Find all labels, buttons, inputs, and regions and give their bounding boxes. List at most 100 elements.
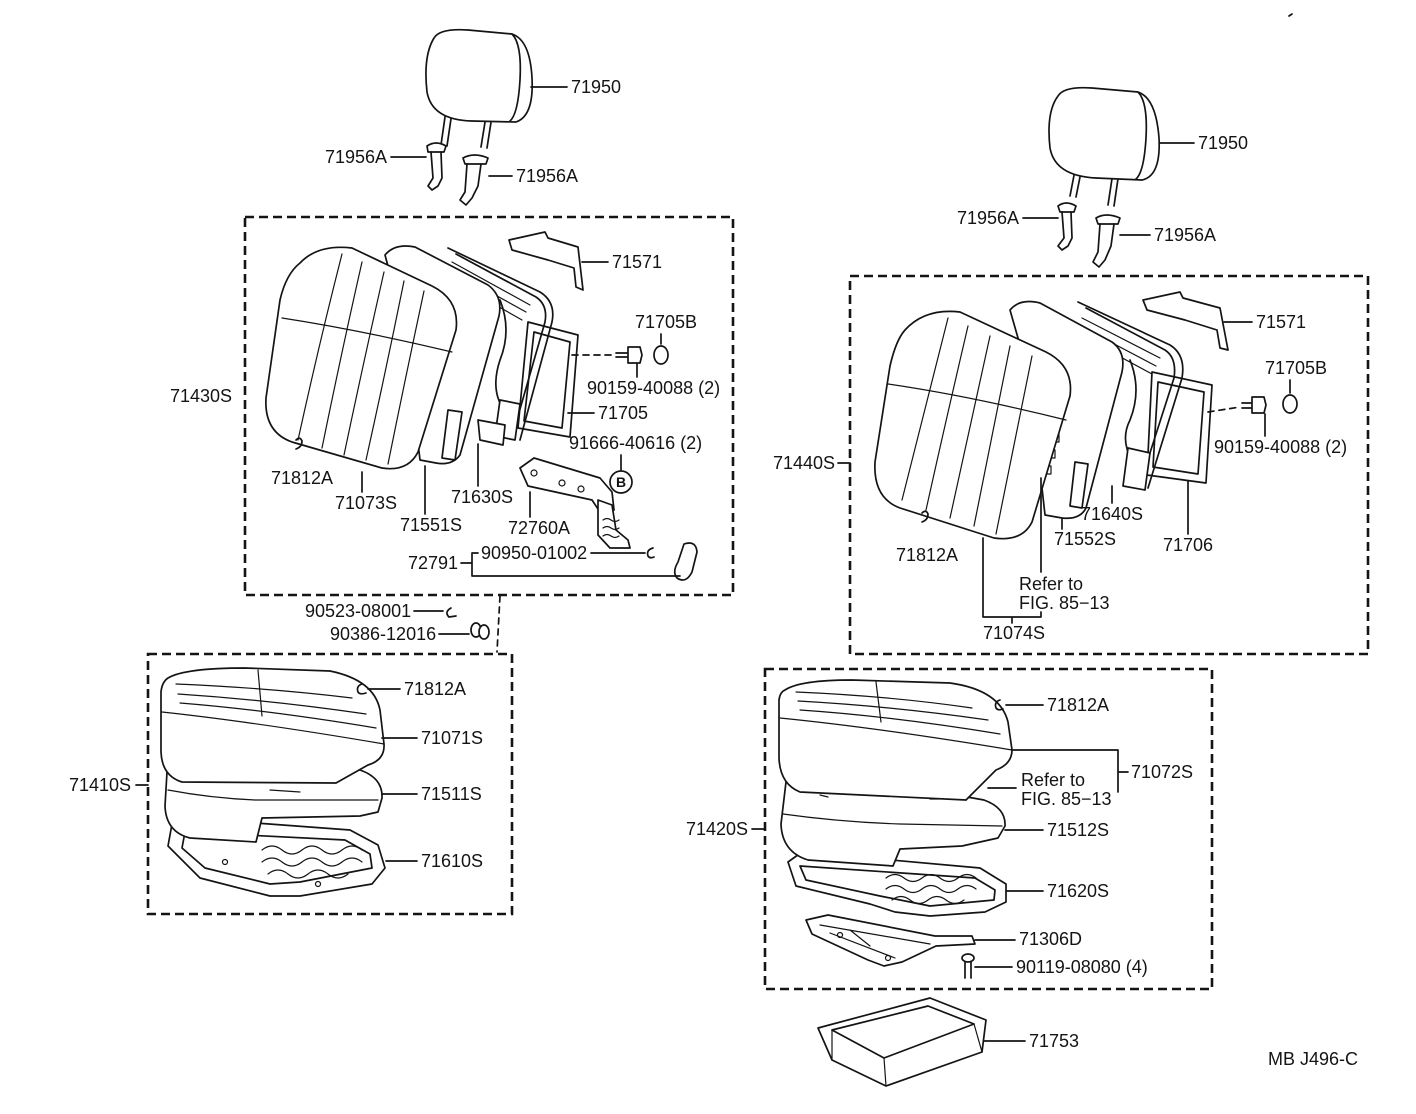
guide-cap [1057,202,1077,213]
reference-note: Refer to [1021,770,1085,790]
right-seatback-group-box [848,274,1370,656]
cover-seam [281,317,453,353]
part-label: 91666-40616 (2) [569,433,702,453]
leader-line [460,552,681,577]
part-label: 71512S [1047,820,1109,840]
frame-hole [221,858,229,866]
tray-outer [817,997,987,1087]
left-seatback-bracket [508,231,584,291]
left-headrest-guide-a [426,142,447,191]
part-label: 71956A [1154,225,1216,245]
frame-tube [1077,301,1184,489]
frame-outer [787,851,1007,917]
leader-line [982,477,1042,624]
left-cushion-cover [160,667,385,784]
board-outer [1146,371,1213,484]
right-seat-adjuster-bolt [961,953,975,979]
guide-stem [427,151,443,191]
part-label: 71956A [325,147,387,167]
part-label: 90119-08080 (4) [1016,957,1148,977]
pad-slot [1069,461,1089,509]
recliner-hole [577,485,585,493]
cover-body [778,679,1013,801]
part-label: 71551S [400,515,462,535]
part-label: 71630S [451,487,513,507]
left-headrest-side-seam [509,33,522,122]
cover-pleats [901,317,1033,535]
right-cushion-frame [787,851,1007,917]
left-cushion-group-box [146,652,514,916]
assembly-line [496,595,501,653]
reference-note: FIG. 85−13 [1019,593,1110,613]
part-label: 71956A [516,166,578,186]
left-headrest-guide-b [459,154,489,206]
left-headrest-pad [425,28,534,123]
left-seatback-clip [295,437,303,450]
cover-center-seam [875,681,882,723]
frame-hole [314,880,322,888]
left-seatback-bolt [615,346,643,364]
part-label: 71430S [170,386,232,406]
pad-slot [441,409,463,461]
part-label: 71950 [571,77,621,97]
part-label: 71420S [686,819,748,839]
part-label: 71706 [1163,535,1213,555]
part-label: 71571 [612,252,662,272]
guide-stem [1092,223,1115,268]
cover-seam [161,711,385,745]
right-cushion-cover [778,679,1013,801]
part-label: 71812A [404,679,466,699]
bracket-plate [508,231,584,291]
part-label: 90386-12016 [330,624,436,644]
bolt-head [961,953,975,963]
assembly-line [1207,406,1241,413]
left-bushing [478,624,490,640]
cover-body [874,310,1072,540]
part-label: 71410S [69,775,131,795]
cover-center-seam [257,669,263,717]
part-label: 71753 [1029,1031,1079,1051]
bolt-shank [1241,402,1253,409]
left-cushion-clip [356,683,367,695]
part-label: 90159-40088 (2) [1214,437,1347,457]
right-headrest-side-seam [1135,91,1148,180]
left-seatback-cover [265,246,458,470]
recliner-plate [519,457,615,513]
part-label: 71571 [1256,312,1306,332]
cover-seam [887,383,1067,421]
left-seatback-nut [653,345,669,365]
left-recliner [519,457,631,549]
bolt-head [627,346,643,364]
lever-clip [646,547,655,559]
part-label: 71074S [983,623,1045,643]
right-cushion-clip [994,699,1004,711]
part-label: 90523-08001 [305,601,411,621]
part-label: 71705B [635,312,697,332]
part-label: 71956A [957,208,1019,228]
right-headrest-guide-b [1092,214,1121,268]
right-seat-adjuster [805,914,976,967]
part-label: 71072S [1131,762,1193,782]
part-label: 90159-40088 (2) [587,378,720,398]
frame-tube [455,253,547,438]
part-label: 71071S [421,728,483,748]
part-label: 90950-01002 [481,543,587,563]
adjuster-hole [884,954,892,962]
left-seatback-group-box [243,215,735,597]
part-label: 71610S [421,851,483,871]
right-headrest-pad [1048,86,1161,181]
left-seatback-back-board [517,321,579,438]
guide-cap [1095,214,1121,225]
part-label: 72791 [408,553,458,573]
cover-pleats [175,683,377,729]
guide-stem [1057,211,1073,251]
adjuster-rail [805,914,976,967]
part-label: 71552S [1054,529,1116,549]
left-headrest [425,28,534,149]
right-seatback-clip [921,510,929,523]
pad-edge [782,813,1003,827]
part-label: 72760A [508,518,570,538]
frame-side-rail [1124,359,1137,461]
part-label: 71705 [598,403,648,423]
